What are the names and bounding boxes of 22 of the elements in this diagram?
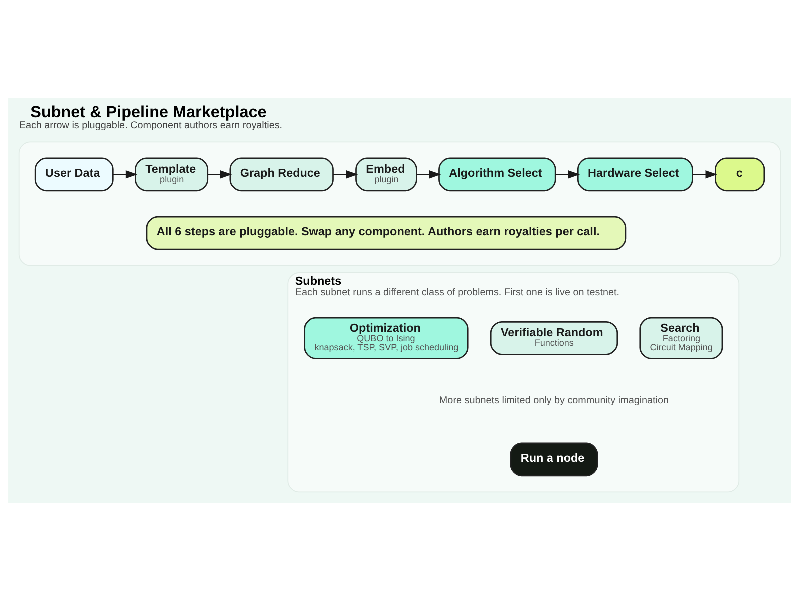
node-box: Search Factoring Circuit Mapping [640,316,724,359]
node-box: Optimization QUBO to Ising knapsack, TSP, SVP, job scheduling [304,316,469,359]
node-box: Embed plugin [356,157,418,192]
node-box: Verifiable Random Functions [490,320,618,355]
arrow [113,170,138,178]
cluster [18,141,782,266]
node-box: Hardware Select [577,157,694,192]
arrow [333,170,358,178]
diagram-title: Subnet & Pipeline Marketplace [30,102,267,121]
arrow [208,170,232,178]
arrow [556,170,580,178]
node-box: Template plugin [135,157,209,192]
arrow [693,170,718,178]
node-box: Graph Reduce [230,157,334,192]
caption: Each arrow is pluggable. Component authors earn royalties. [19,120,283,131]
node-box: Algorithm Select [438,157,556,192]
node-box: User Data [34,157,114,192]
node-box: Run a node [510,442,598,476]
node-box: All 6 steps are pluggable. Swap any component. Authors earn royalties per call. [146,216,627,250]
label: More subnets limited only by community imagination [439,395,670,406]
node-box: c [715,157,766,192]
arrow [416,170,442,178]
